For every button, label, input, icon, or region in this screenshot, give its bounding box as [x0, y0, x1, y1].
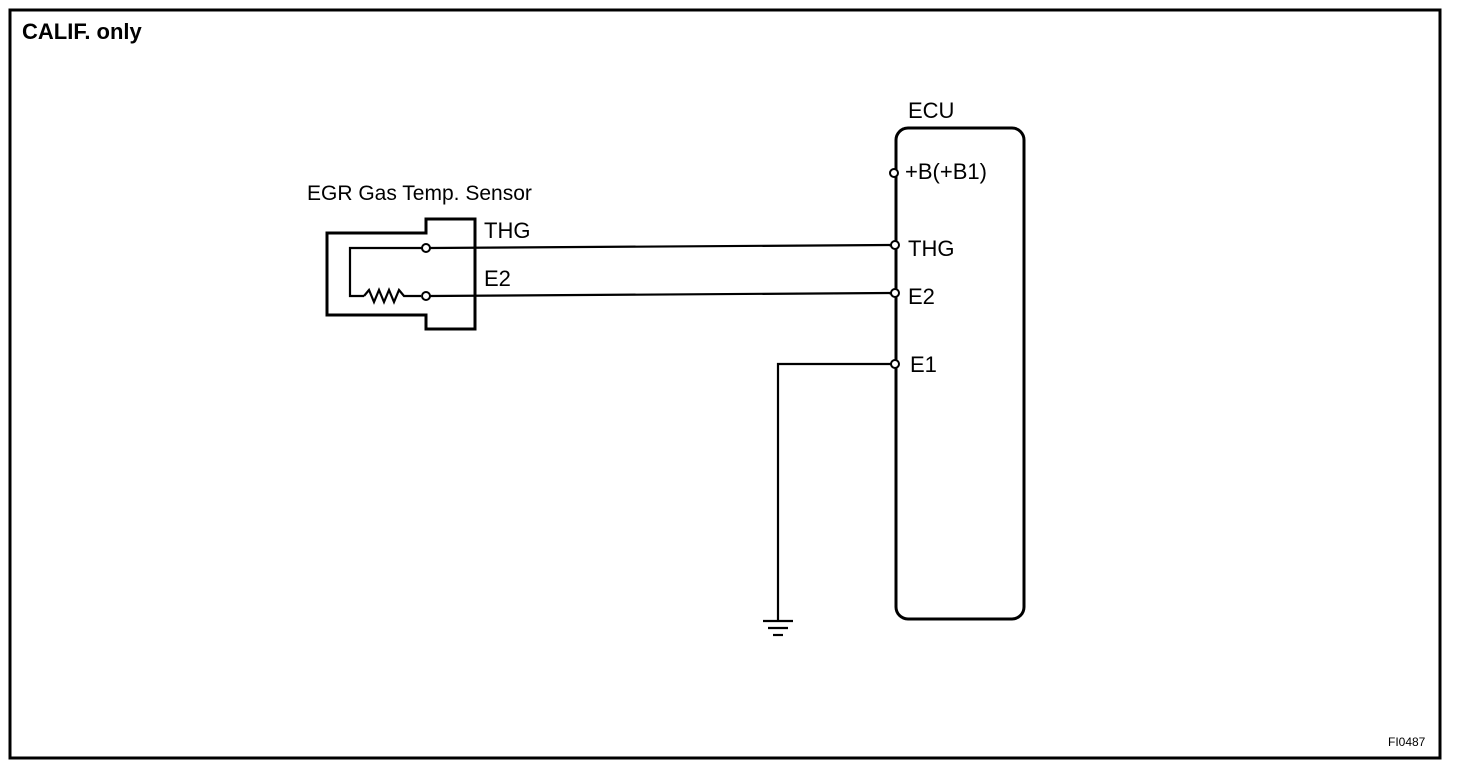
diagram-frame — [8, 8, 1442, 760]
sensor-pin-thg-label: THG — [484, 218, 530, 243]
ecu-pin-thg-label: THG — [908, 236, 954, 261]
ecu-box — [894, 126, 1026, 621]
ecu-title: ECU — [908, 98, 954, 123]
sensor-terminal-thg — [421, 243, 431, 253]
ecu-terminal-e1 — [890, 359, 900, 369]
wire-e1-ground — [776, 362, 891, 620]
wire-thg — [429, 243, 892, 250]
wire-e2 — [429, 291, 892, 298]
sensor-pin-e2-label: E2 — [484, 266, 511, 291]
ecu-terminal-e2 — [890, 288, 900, 298]
ground-icon — [763, 619, 793, 637]
ecu-pin-e1-label: E1 — [910, 352, 937, 377]
ecu-pin-e2-label: E2 — [908, 284, 935, 309]
thermistor-resistor — [363, 287, 421, 305]
ecu-terminal-thg — [890, 240, 900, 250]
ecu-terminal-b — [889, 168, 899, 178]
sensor-terminal-e2 — [421, 291, 431, 301]
figure-code: FI0487 — [1388, 735, 1426, 749]
calif-only-label: CALIF. only — [22, 19, 143, 44]
ecu-pin-b-label: +B(+B1) — [905, 159, 987, 184]
sensor-title: EGR Gas Temp. Sensor — [307, 182, 532, 205]
sensor-internal-wire — [348, 246, 422, 298]
sensor-connector-body — [325, 217, 477, 331]
